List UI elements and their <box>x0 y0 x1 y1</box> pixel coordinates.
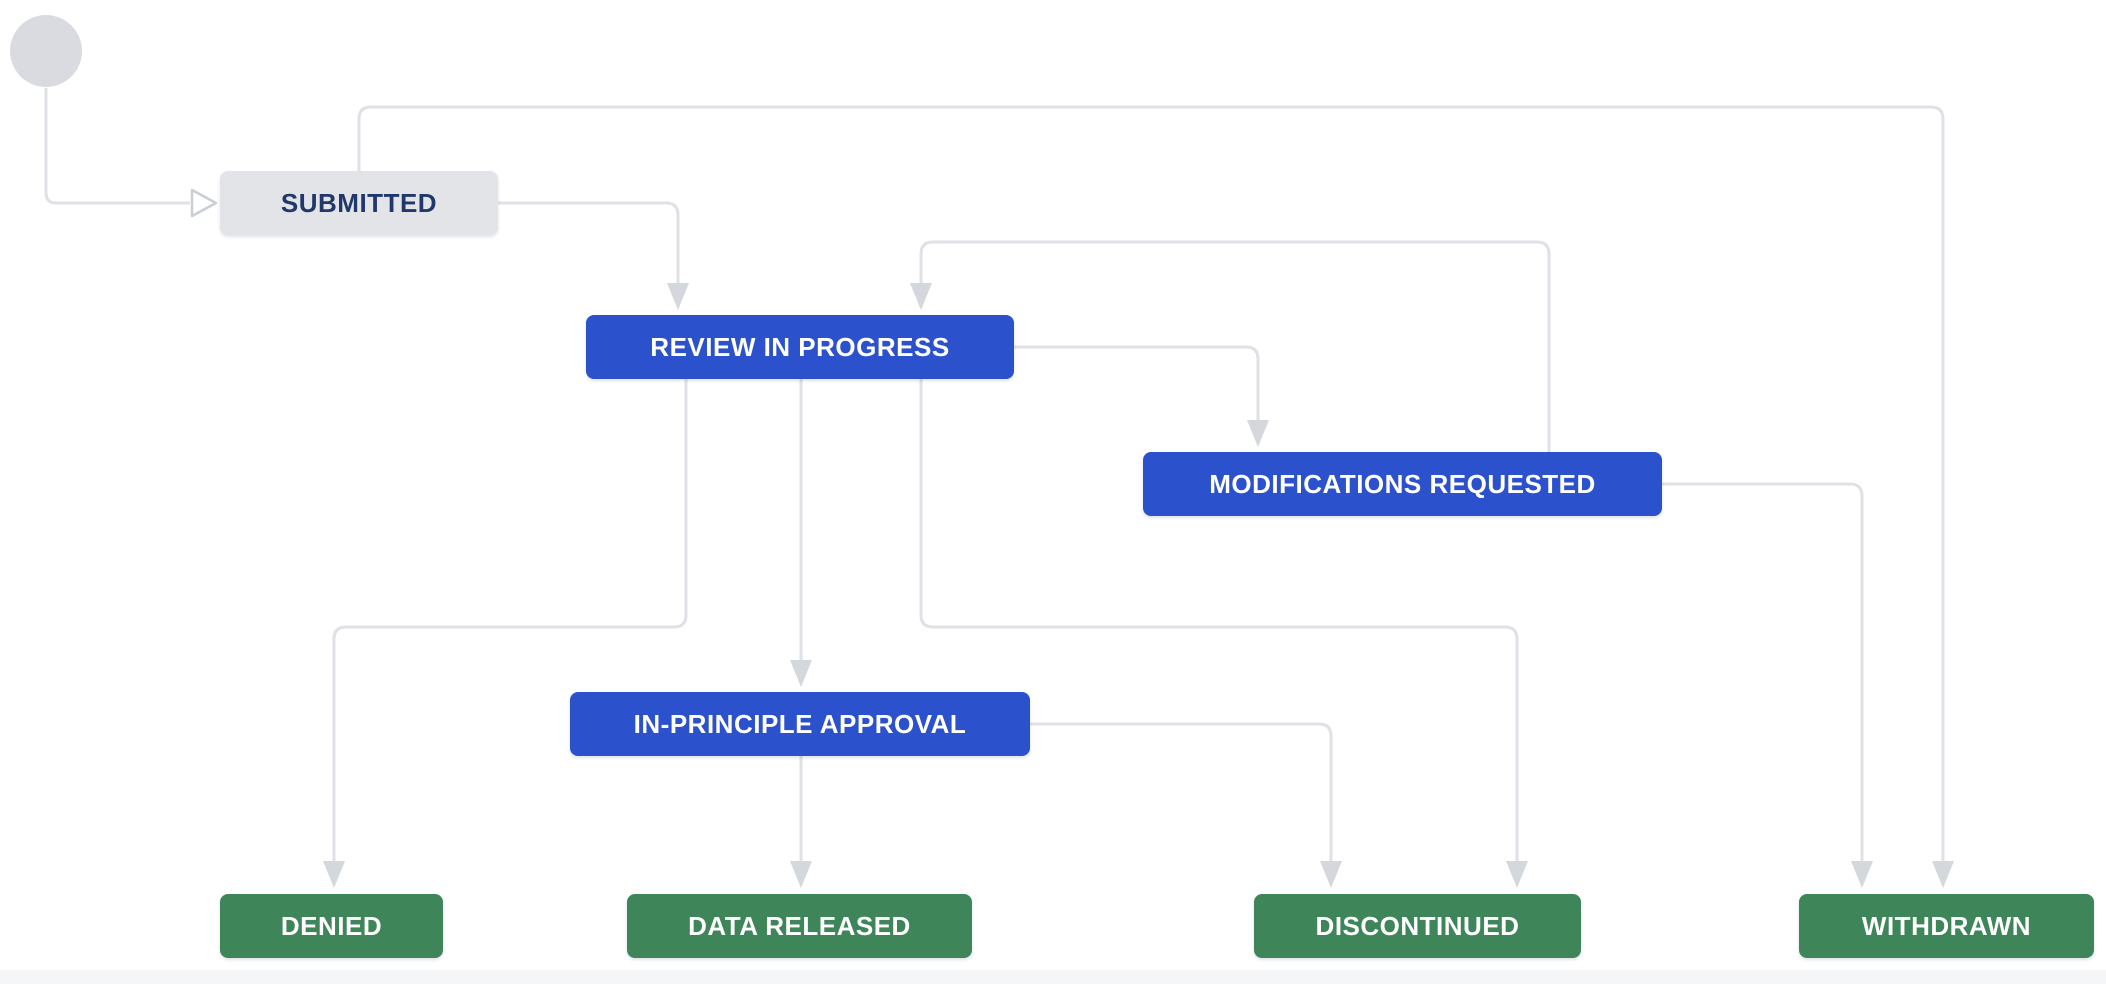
node-discontinued[interactable]: DISCONTINUED <box>1254 894 1581 958</box>
arrowhead-open-into-submitted <box>190 188 218 218</box>
arrowhead-into-in-principle <box>790 660 812 687</box>
arrowhead-into-denied <box>323 861 345 888</box>
arrowheads <box>190 188 1954 888</box>
node-data-released[interactable]: DATA RELEASED <box>627 894 972 958</box>
edge-start-to-submitted <box>44 88 190 205</box>
arrowhead-into-review-left <box>667 283 689 310</box>
edge-review-to-denied <box>332 379 688 861</box>
edge-in-principle-to-discontinued <box>1030 722 1333 861</box>
arrowhead-into-withdrawn-right <box>1932 861 1954 888</box>
arrowhead-into-discontinued-right <box>1506 861 1528 888</box>
node-in-principle-approval[interactable]: IN-PRINCIPLE APPROVAL <box>570 692 1030 756</box>
arrowhead-into-withdrawn-left <box>1851 861 1873 888</box>
node-review-in-progress[interactable]: REVIEW IN PROGRESS <box>586 315 1014 379</box>
edge-modifications-to-withdrawn <box>1662 482 1864 861</box>
arrowhead-into-modifications <box>1247 420 1269 447</box>
edge-submitted-to-withdrawn <box>357 105 1945 861</box>
edge-modifications-to-review <box>919 240 1551 452</box>
edge-submitted-to-review <box>498 201 680 283</box>
arrowhead-into-discontinued-left <box>1320 861 1342 888</box>
edge-review-to-modifications <box>1014 345 1260 420</box>
node-denied[interactable]: DENIED <box>220 894 443 958</box>
arrowhead-into-data-released <box>790 861 812 888</box>
node-modifications-requested[interactable]: MODIFICATIONS REQUESTED <box>1143 452 1662 516</box>
edge-review-to-discontinued <box>919 379 1519 861</box>
page-bottom-band <box>0 970 2106 984</box>
arrowhead-into-review-right <box>910 283 932 310</box>
node-withdrawn[interactable]: WITHDRAWN <box>1799 894 2094 958</box>
start-node[interactable] <box>10 15 82 87</box>
node-submitted[interactable]: SUBMITTED <box>220 171 498 235</box>
